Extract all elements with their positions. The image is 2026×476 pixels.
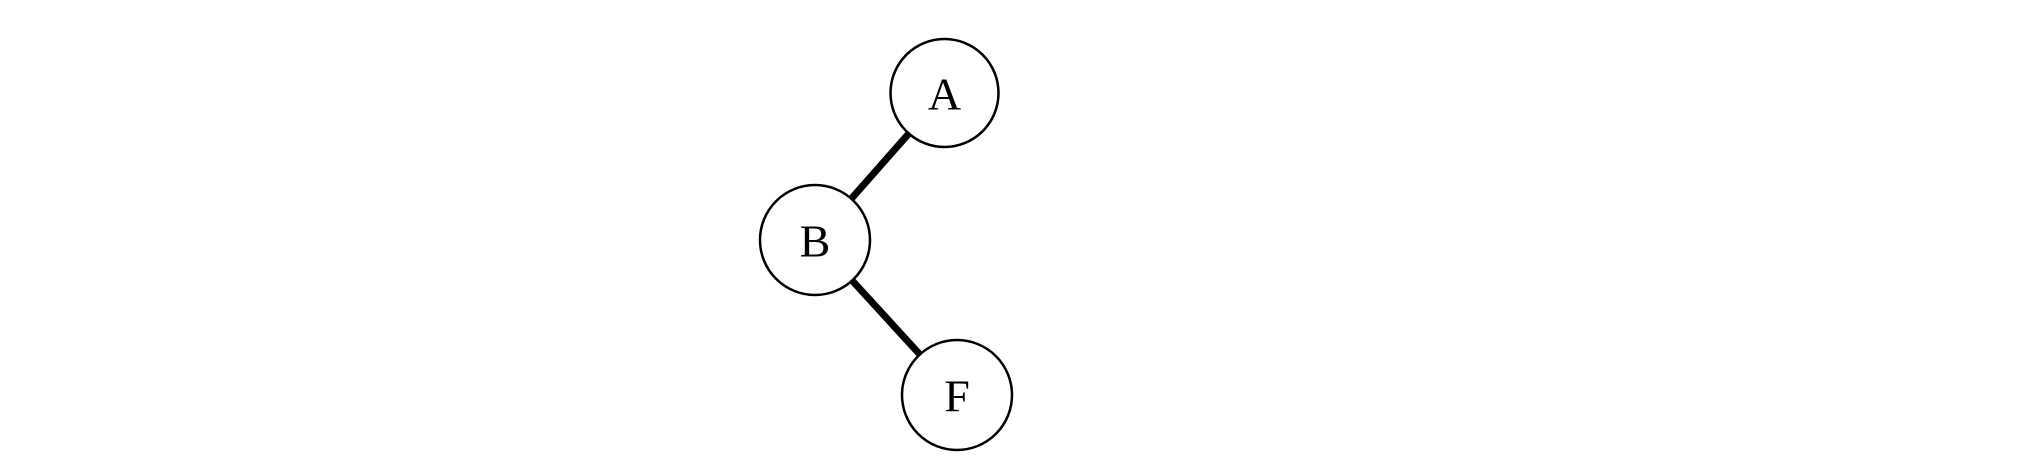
graph-node-f[interactable]: F: [900, 338, 1014, 452]
graph-node-a[interactable]: A: [889, 37, 1000, 149]
node-layer: A B F: [758, 37, 1014, 452]
graph-node-circle-a[interactable]: [889, 37, 1000, 149]
graph-node-b[interactable]: B: [758, 183, 872, 297]
graph-node-label-a: A: [928, 69, 961, 120]
graph-node-label-f: F: [944, 371, 970, 422]
graph-node-label-b: B: [800, 216, 831, 267]
edge-layer: [848, 130, 924, 358]
graph-edge-b-a: [848, 130, 913, 202]
graph-edge-b-f: [848, 277, 924, 358]
graph-node-circle-f[interactable]: [900, 338, 1014, 452]
graph-node-circle-b[interactable]: [758, 183, 872, 297]
